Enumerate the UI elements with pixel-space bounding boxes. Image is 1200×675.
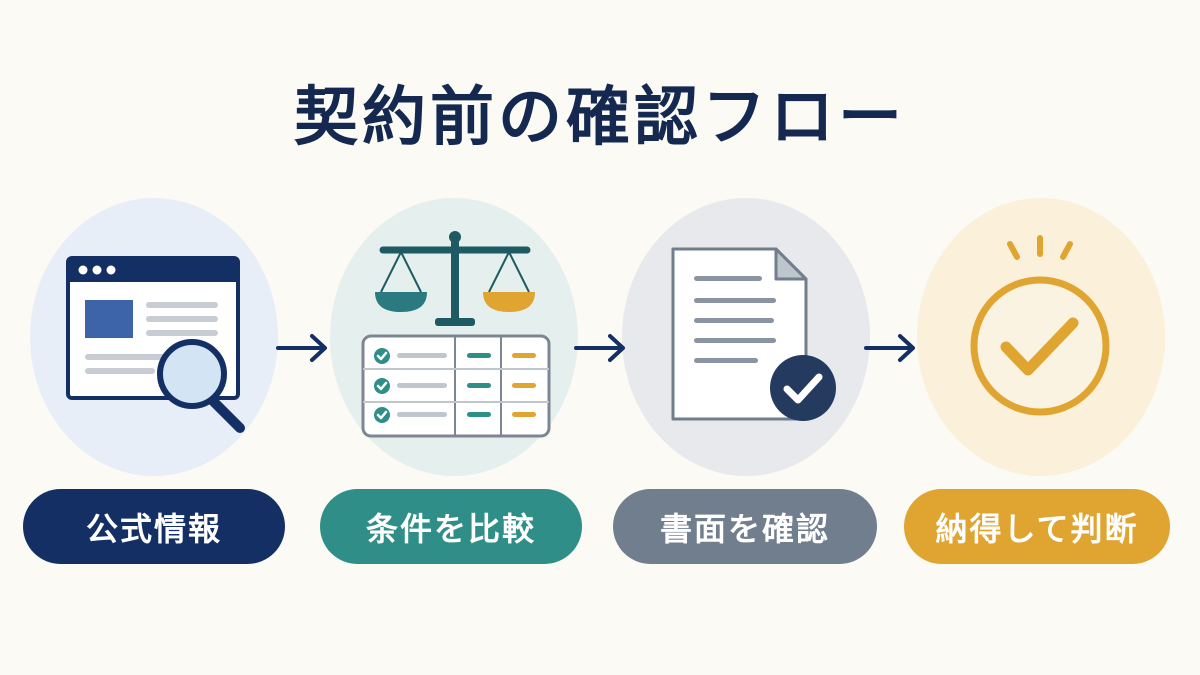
- page-title: 契約前の確認フロー: [294, 81, 906, 155]
- document-check-icon: [671, 247, 836, 421]
- step-3-label: 書面を確認: [613, 489, 877, 564]
- step-1-label: 公式情報: [23, 489, 285, 564]
- check-circle-icon: [970, 235, 1110, 416]
- browser-magnifier-icon: [66, 256, 245, 433]
- arrow-right-icon: [574, 334, 625, 362]
- arrow-right-icon: [864, 334, 915, 362]
- step-2-label: 条件を比較: [320, 489, 582, 564]
- step-4-label: 納得して判断: [904, 489, 1170, 564]
- balance-scale-checklist-icon: [361, 231, 551, 438]
- arrow-right-icon: [276, 334, 327, 362]
